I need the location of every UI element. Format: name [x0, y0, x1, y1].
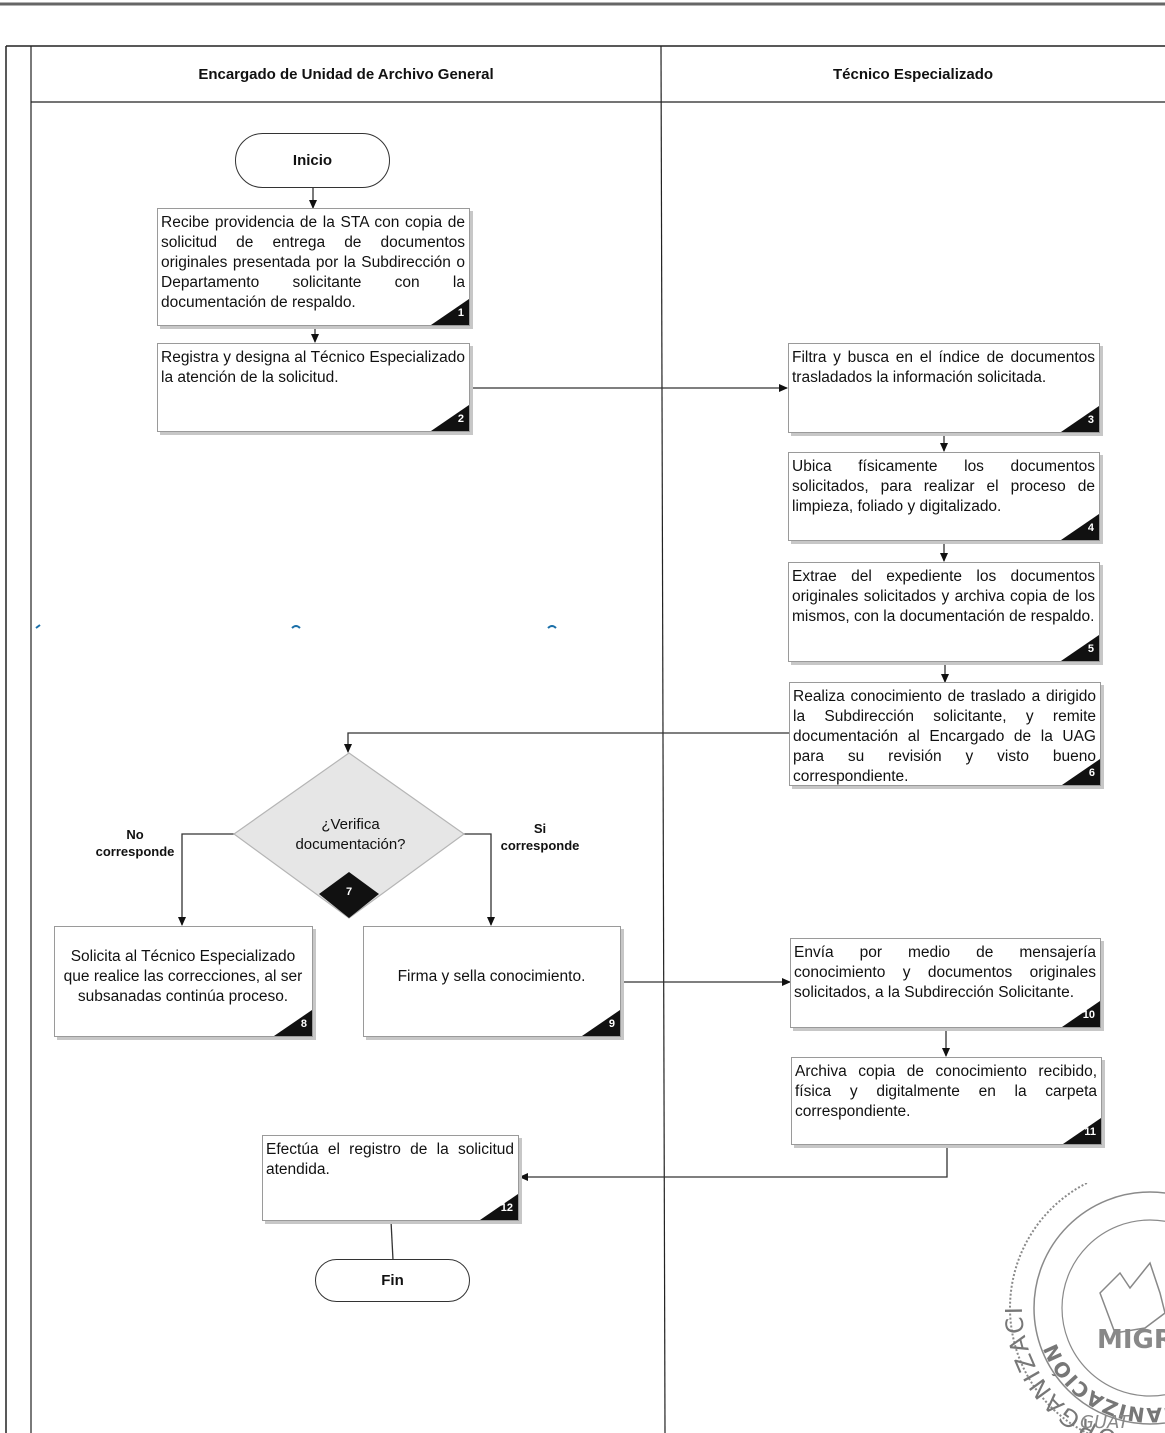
step-1-number-badge: 1 [431, 299, 469, 325]
lane-header-left: Encargado de Unidad de Archivo General [198, 66, 494, 83]
step-5-text: Extrae del expediente los documentos ori… [792, 568, 1095, 625]
step-1-box: Recibe providencia de la STA con copia d… [157, 208, 470, 326]
step-5-box: Extrae del expediente los documentos ori… [788, 562, 1100, 662]
step-3-number-badge: 3 [1061, 406, 1099, 432]
step-6-text: Realiza conocimiento de traslado a dirig… [793, 688, 1096, 785]
branch-label-yes: Si corresponde [500, 821, 580, 853]
step-2-number-badge: 2 [431, 405, 469, 431]
branch-label-no: No corresponde [95, 827, 175, 859]
ink-marks [35, 624, 557, 629]
step-6-number-badge: 6 [1062, 759, 1100, 785]
step-10-box: Envía por medio de mensajería conocimien… [790, 938, 1101, 1028]
start-terminal: Inicio [235, 133, 390, 188]
step-2-box: Registra y designa al Técnico Especializ… [157, 343, 470, 432]
step-3-box: Filtra y busca en el índice de documento… [788, 343, 1100, 433]
step-12-text: Efectúa el registro de la solicitud aten… [266, 1141, 514, 1178]
decision-7-diamond [233, 752, 465, 919]
svg-text:MIGRA: MIGRA [1097, 1325, 1165, 1355]
step-10-number-badge: 10 [1062, 1001, 1100, 1027]
step-4-text: Ubica físicamente los documentos solicit… [792, 458, 1095, 515]
svg-text:GUAT: GUAT [1080, 1412, 1131, 1433]
step-11-number-badge: 11 [1063, 1118, 1101, 1144]
step-11-text: Archiva copia de conocimiento recibido, … [795, 1063, 1097, 1120]
step-11-box: Archiva copia de conocimiento recibido, … [791, 1057, 1102, 1145]
step-4-number-badge: 4 [1061, 514, 1099, 540]
step-9-box: Firma y sella conocimiento. 9 [363, 926, 621, 1037]
step-10-text: Envía por medio de mensajería conocimien… [794, 944, 1096, 1001]
step-6-box: Realiza conocimiento de traslado a dirig… [789, 682, 1101, 786]
step-9-text: Firma y sella conocimiento. [397, 967, 586, 985]
step-4-box: Ubica físicamente los documentos solicit… [788, 452, 1100, 541]
step-8-text: Solicita al Técnico Especializado que re… [63, 947, 303, 1005]
step-12-box: Efectúa el registro de la solicitud aten… [262, 1135, 519, 1221]
step-1-text: Recibe providencia de la STA con copia d… [161, 214, 465, 311]
lane-header-right: Técnico Especializado [832, 66, 994, 83]
step-3-text: Filtra y busca en el índice de documento… [792, 349, 1095, 386]
decision-7-number: 7 [345, 886, 353, 898]
step-9-number-badge: 9 [582, 1010, 620, 1036]
decision-7-text: ¿Verifica documentación? [295, 816, 406, 853]
step-12-number-badge: 12 [480, 1194, 518, 1220]
step-2-text: Registra y designa al Técnico Especializ… [161, 349, 465, 386]
official-seal-stamp: SUBDIRECCIÓN DE ORGANIZACIÓN UNIDAD DE O… [1005, 1183, 1165, 1433]
step-8-box: Solicita al Técnico Especializado que re… [54, 926, 313, 1037]
step-8-number-badge: 8 [274, 1010, 312, 1036]
step-5-number-badge: 5 [1061, 635, 1099, 661]
end-terminal: Fin [315, 1259, 470, 1302]
